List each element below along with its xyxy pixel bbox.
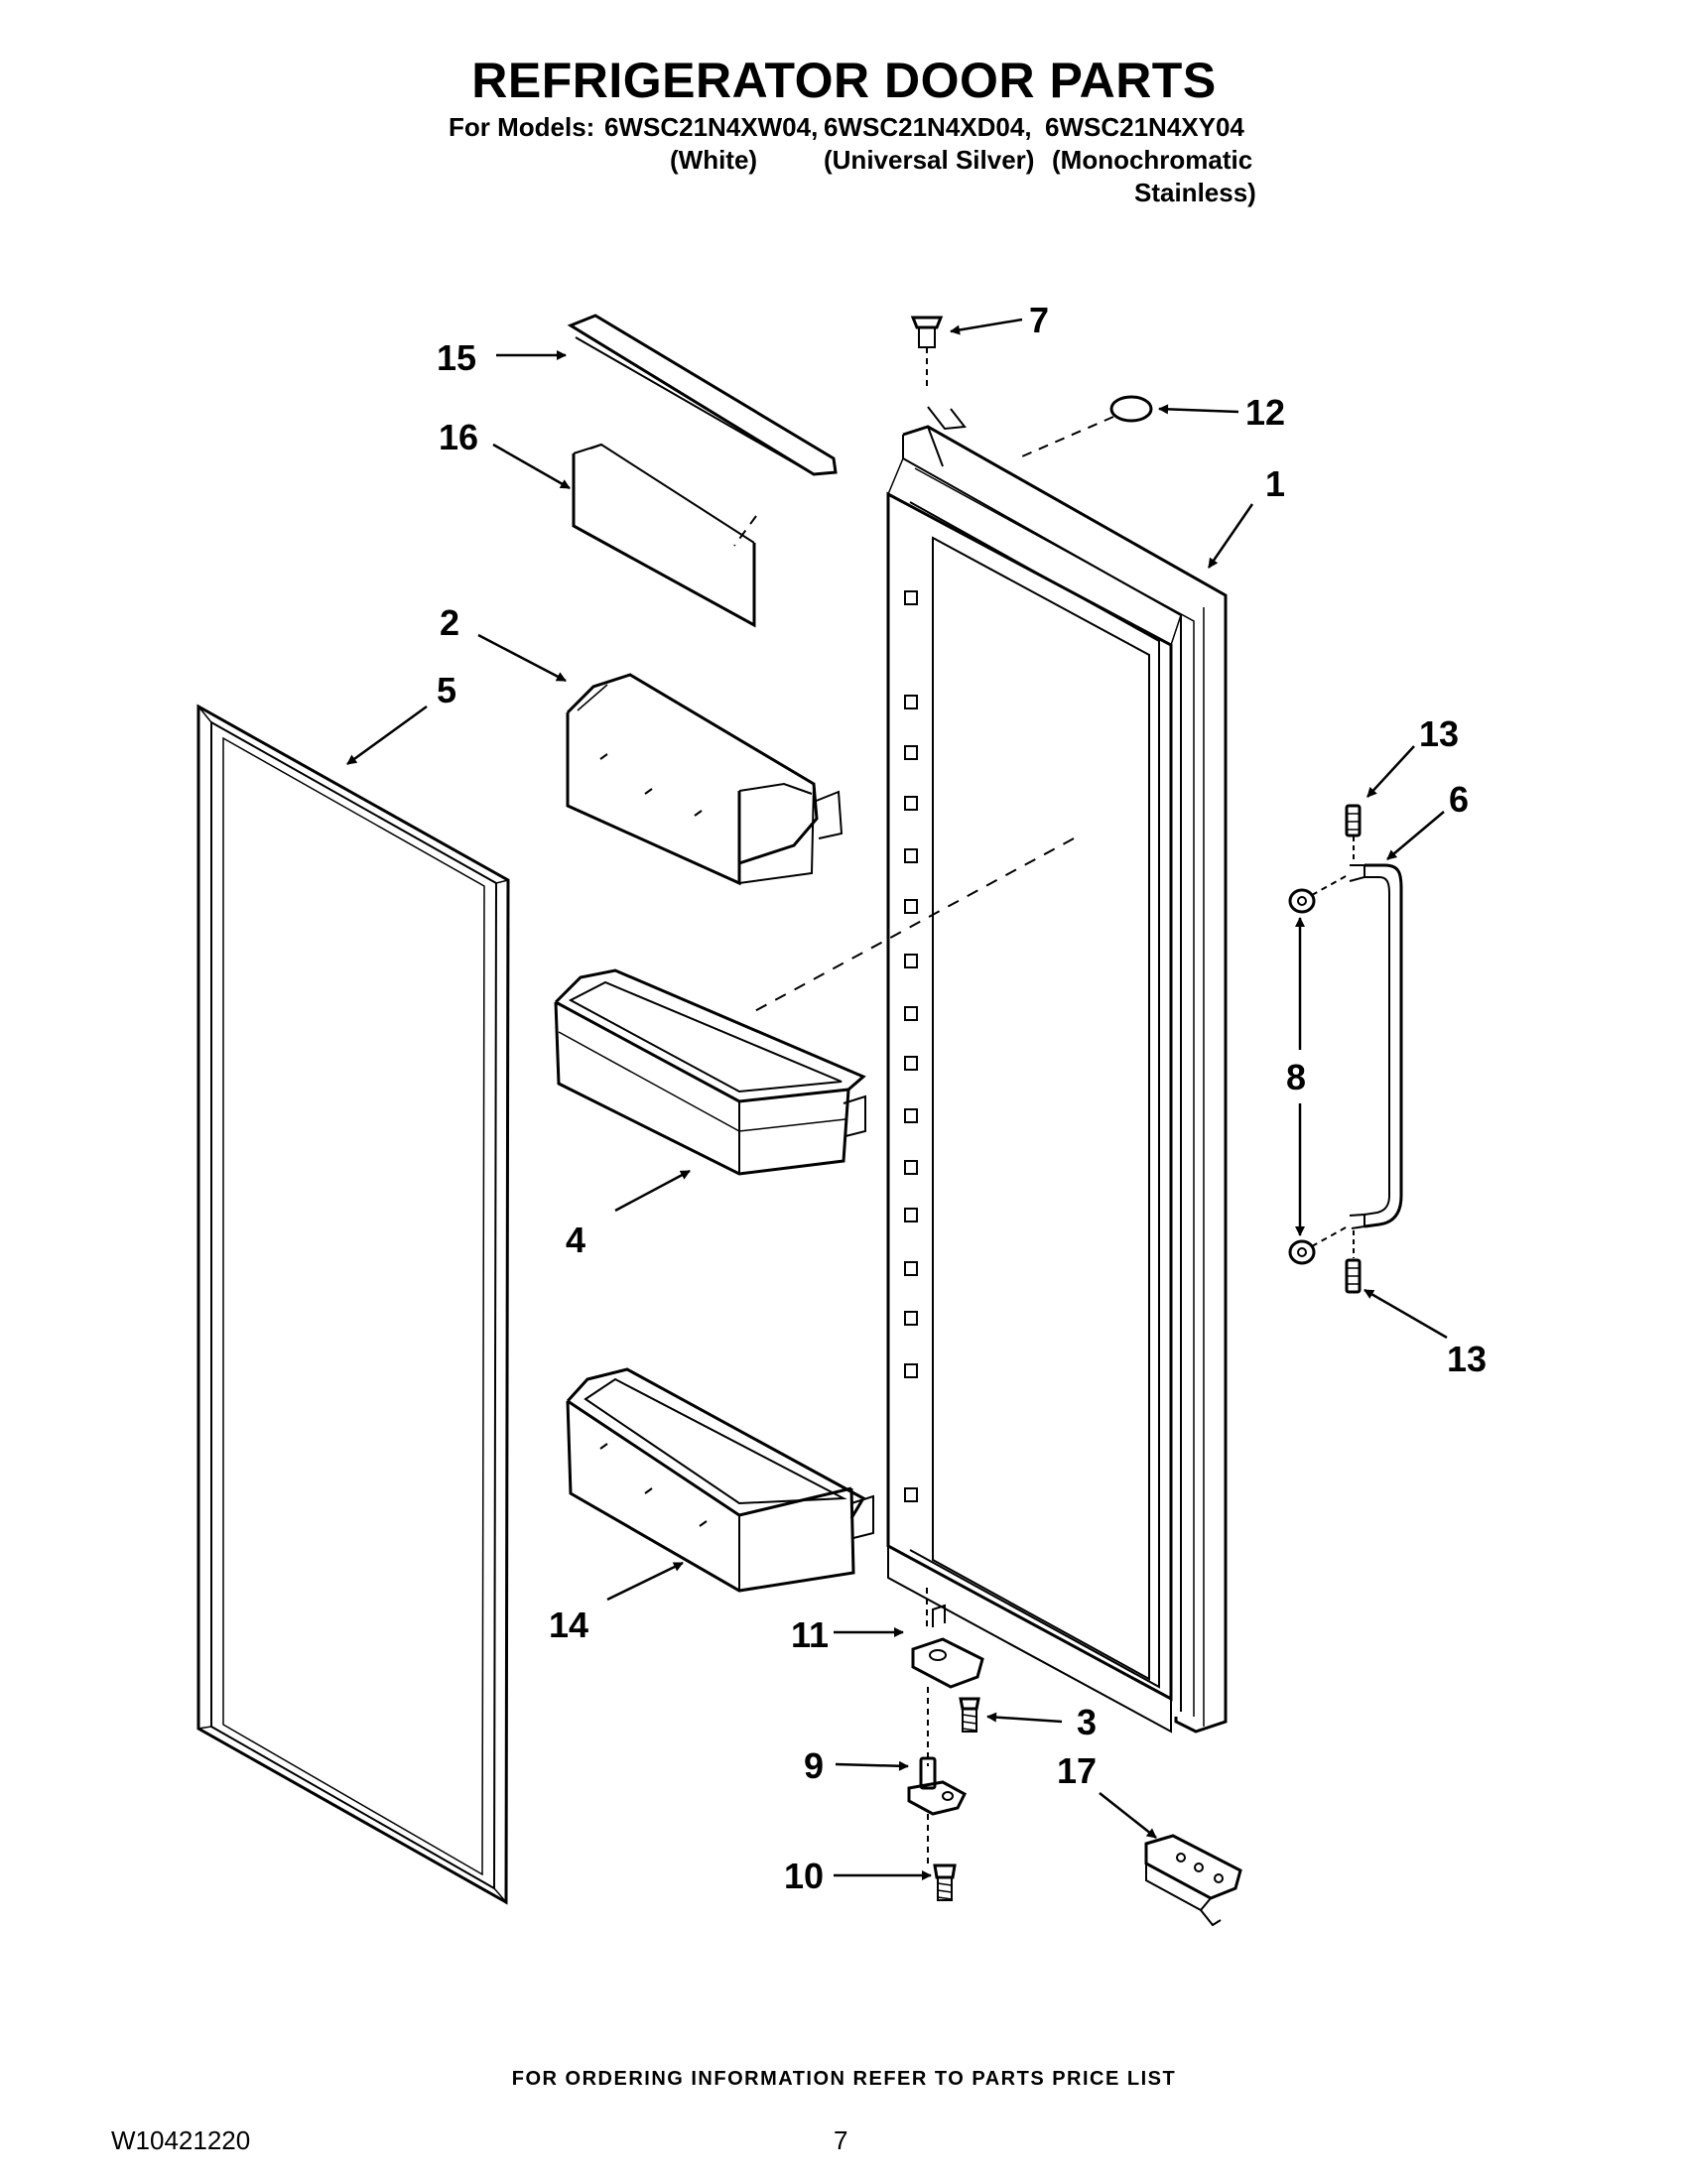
set-screw-top-part — [1345, 804, 1362, 863]
door-gasket-part — [196, 704, 510, 1905]
door-bin-part — [554, 968, 866, 1176]
callout-10: 10 — [784, 1856, 824, 1896]
leader-arrow-7 — [950, 318, 1023, 335]
leader-arrow-1 — [1207, 503, 1254, 569]
callout-15: 15 — [437, 337, 476, 378]
leader-arrow-3 — [986, 1712, 1063, 1724]
model-number-white: 6WSC21N4XW04, — [604, 112, 819, 142]
callout-4: 4 — [566, 1220, 585, 1260]
door-plug-part — [1109, 395, 1153, 423]
callout-13-bottom: 13 — [1447, 1339, 1487, 1379]
callout-17: 17 — [1057, 1750, 1097, 1791]
model-finish-white: (White) — [670, 145, 758, 175]
handle-spacer-bottom-part — [1288, 1225, 1349, 1265]
callout-9: 9 — [804, 1745, 824, 1786]
top-hinge-pin-part — [910, 316, 967, 431]
guide-line-plug — [1021, 416, 1114, 457]
handle-spacer-top-part — [1288, 874, 1349, 914]
shelf-clip-tabs — [904, 590, 918, 1502]
bottom-hinge-pin-part — [907, 1756, 967, 1865]
document-number: W10421220 — [111, 2125, 251, 2155]
door-bin-cover-part — [566, 673, 844, 886]
callout-2: 2 — [440, 602, 459, 643]
guide-line-bins — [748, 837, 1075, 1015]
hinge-cover-part — [1144, 1834, 1242, 1927]
leader-arrow-12 — [1158, 404, 1239, 415]
leader-arrow-2 — [477, 633, 567, 683]
leader-arrow-16 — [492, 443, 571, 490]
leader-arrow-17 — [1099, 1792, 1157, 1839]
callout-16: 16 — [439, 417, 478, 457]
callout-5: 5 — [437, 670, 456, 710]
leader-arrow-4 — [614, 1169, 691, 1213]
leader-arrow-13-bottom — [1363, 1288, 1448, 1340]
model-number-stainless: 6WSC21N4XY04 — [1045, 112, 1244, 142]
callout-13-top: 13 — [1419, 713, 1459, 754]
bottom-screw-part — [933, 1863, 957, 1901]
callout-12: 12 — [1245, 392, 1285, 433]
set-screw-bottom-part — [1345, 1230, 1362, 1294]
callout-14: 14 — [549, 1605, 588, 1645]
callout-11: 11 — [791, 1614, 829, 1655]
callout-8: 8 — [1286, 1057, 1306, 1097]
model-number-silver: 6WSC21N4XD04, — [824, 112, 1032, 142]
callout-3: 3 — [1077, 1702, 1097, 1742]
door-liner-part — [886, 425, 1228, 1734]
ordering-note: FOR ORDERING INFORMATION REFER TO PARTS … — [511, 2068, 1177, 2090]
leader-arrow-5 — [346, 705, 428, 766]
top-trim-part — [567, 314, 838, 476]
large-door-bin-part — [566, 1367, 874, 1593]
door-handle-part — [1349, 863, 1403, 1229]
leader-arrow-6 — [1386, 811, 1445, 860]
hinge-bracket-part — [911, 1588, 984, 1766]
trim-panel-part — [572, 443, 756, 628]
guide-line-trim — [733, 515, 757, 547]
callout-6: 6 — [1449, 779, 1469, 820]
models-label: For Models: — [449, 112, 595, 142]
leader-arrow-9 — [835, 1760, 909, 1771]
model-finish-stainless: (Monochromatic — [1052, 145, 1253, 175]
model-finish-stainless-line2: Stainless) — [1134, 178, 1256, 207]
page-number: 7 — [834, 2125, 848, 2155]
model-finish-silver: (Universal Silver) — [824, 145, 1035, 175]
hinge-screw-part — [959, 1697, 980, 1733]
leader-arrow-13-top — [1366, 745, 1415, 798]
callout-1: 1 — [1265, 463, 1285, 504]
leader-arrow-14 — [606, 1561, 684, 1602]
callout-7: 7 — [1029, 300, 1049, 340]
page-title: REFRIGERATOR DOOR PARTS — [471, 53, 1217, 108]
